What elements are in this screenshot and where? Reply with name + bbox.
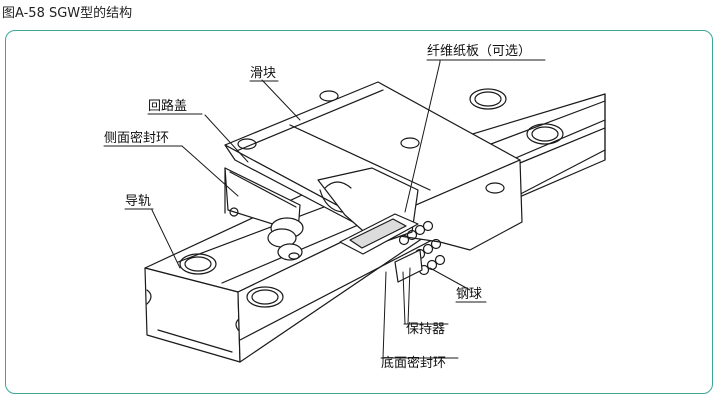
ball-3 <box>414 224 426 236</box>
label-steel-ball: 钢球 <box>456 287 482 302</box>
slider-hole-2 <box>319 90 339 102</box>
figure-frame <box>5 30 713 394</box>
ball-1 <box>398 234 410 246</box>
leader-retainer-2 <box>407 267 411 325</box>
label-slider: 滑块 <box>250 66 276 81</box>
leader-steel-ball <box>429 267 471 291</box>
leader-fiber-sheet <box>404 59 441 213</box>
slider-hole-1 <box>237 138 257 150</box>
retainer-and-balls <box>339 213 446 283</box>
label-side-seal: 侧面密封环 <box>104 130 169 146</box>
leader-side-seal <box>181 145 239 197</box>
leader-rail <box>151 209 181 269</box>
ball-4 <box>422 220 434 232</box>
ball-10 <box>434 254 446 266</box>
leader-end-cap <box>204 114 249 163</box>
leader-retainer-1 <box>402 271 406 325</box>
rail-hole-2 <box>246 286 284 308</box>
rail-hole-1 <box>179 253 217 275</box>
figure-caption: 图A-58 SGW型的结构 <box>2 6 133 21</box>
grease-nipple <box>267 217 304 261</box>
label-end-cap: 回路盖 <box>148 98 187 114</box>
slider-hole-3 <box>400 137 420 149</box>
ball-6 <box>422 243 434 255</box>
slider-mounting-holes <box>237 90 505 194</box>
slider-hole-4 <box>485 182 505 194</box>
rail-mounting-holes <box>179 88 564 308</box>
ball-7 <box>430 238 442 250</box>
ball-9 <box>426 259 438 271</box>
leader-slider <box>261 79 301 121</box>
label-retainer: 保持器 <box>406 322 445 337</box>
rail-hole-4 <box>526 123 564 145</box>
label-fiber-sheet: 纤维纸板（可选） <box>427 44 531 59</box>
label-rail: 导轨 <box>125 194 151 209</box>
rail-hole-3 <box>469 88 507 110</box>
label-bottom-seal: 底面密封环 <box>381 355 446 371</box>
callout-labels: 滑块 回路盖 侧面密封环 导轨 纤维纸板（可选） 钢球 保持器 底面密封环 <box>103 44 546 371</box>
leader-bottom-seal <box>382 271 387 359</box>
ball-2 <box>406 229 418 241</box>
leader-lines <box>151 59 471 359</box>
